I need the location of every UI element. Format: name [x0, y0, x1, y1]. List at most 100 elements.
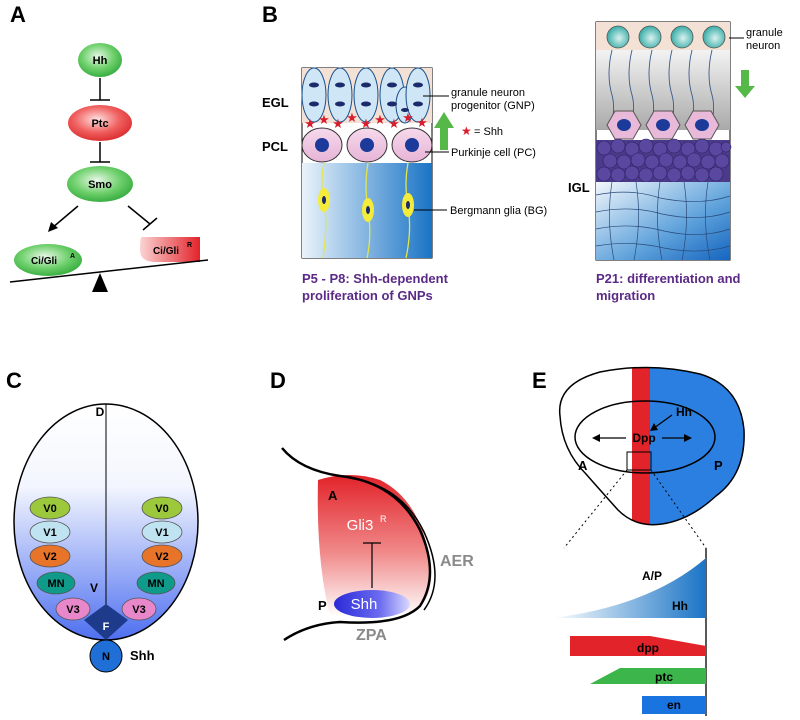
zoom-box: [626, 451, 652, 471]
disc-posterior-label: P: [714, 458, 723, 473]
gli3r-label: Gli3: [347, 517, 374, 534]
proliferation-arrow: [434, 112, 454, 150]
gnp-label-line1: granule neuron: [451, 87, 525, 99]
p21-caption-line2: migration: [596, 288, 655, 303]
svg-text:★: ★: [374, 112, 386, 127]
svg-text:★: ★: [318, 112, 330, 127]
domain-v1-right-label: V1: [155, 527, 168, 539]
gn-label-line2: neuron: [746, 40, 780, 52]
panel-d: D Shh Gli3 R A P AER ZPA: [270, 368, 474, 644]
svg-text:★: ★: [402, 110, 414, 125]
domain-v0-right: [141, 496, 183, 520]
smo-inhibits-gli-r: [127, 205, 151, 225]
svg-text:★: ★: [332, 116, 344, 131]
dpp-arrowhead-anterior: [592, 434, 600, 442]
domain-mn-left: [36, 571, 76, 595]
gli-a-node: [14, 244, 82, 276]
gli3r-superscript: R: [380, 514, 387, 524]
gli-r-label: Ci/Gli: [153, 246, 179, 257]
dorsal-label: D: [96, 405, 105, 419]
panel-a: A Hh Ptc Smo Ci/Gli A Ci/Gli R: [9, 2, 209, 292]
shh-key-label: = Shh: [474, 126, 503, 138]
zoom-line-right: [650, 469, 707, 549]
gnp-label-line2: progenitor (GNP): [451, 100, 535, 112]
domain-v0-left: [29, 496, 71, 520]
anterior-label: A: [328, 488, 338, 503]
aer-ridge: [349, 477, 436, 611]
domain-v1-left: [29, 520, 71, 544]
limb-bud-outline: [281, 447, 432, 642]
dpp-profile-label: dpp: [637, 641, 659, 655]
domain-mn-left-label: MN: [47, 578, 64, 590]
gli-a-superscript: A: [70, 253, 75, 260]
balance-fulcrum: [92, 273, 108, 292]
wing-disc-outline: [558, 366, 745, 526]
purkinje-cells: [301, 127, 433, 163]
floor-plate-label: F: [103, 621, 110, 633]
domain-v2-right-label: V2: [155, 551, 168, 563]
wing-pouch: [574, 400, 716, 474]
activation-arrowhead: [48, 222, 58, 232]
purkinje-cells-p21: [606, 110, 720, 140]
wing-disc: [559, 367, 745, 525]
domain-v0-right-label: V0: [155, 503, 168, 515]
smo-node: [67, 166, 133, 202]
ap-boundary-label: A/P: [642, 569, 662, 583]
svg-text:★: ★: [416, 115, 428, 130]
smo-activates-gli-a: [51, 205, 79, 229]
domain-mn-right: [136, 571, 176, 595]
p5-caption-line2: proliferation of GNPs: [302, 288, 433, 303]
svg-text:★: ★: [360, 116, 372, 131]
panel-c-letter: C: [6, 368, 22, 393]
p21-caption-line1: P21: differentiation and: [596, 271, 741, 286]
igl-label: IGL: [568, 180, 590, 195]
p5-caption-line1: P5 - P8: Shh-dependent: [302, 271, 449, 286]
posterior-label: P: [318, 598, 327, 613]
panel-b: B ★★★ ★★★ ★★★: [262, 2, 783, 303]
shh-key-star: ★: [461, 124, 472, 138]
domain-v2-right: [141, 544, 183, 568]
floor-plate: [84, 604, 128, 640]
gli-r-node: [140, 237, 200, 262]
dpp-label: Dpp: [632, 431, 655, 445]
domain-v3-left: [55, 597, 91, 621]
domain-v3-left-label: V3: [66, 604, 79, 616]
gnp-cells: [301, 67, 431, 124]
white-matter-mesh: [595, 181, 731, 261]
ptc-node: [68, 105, 132, 141]
migration-arrow: [735, 70, 755, 98]
en-profile: [642, 696, 706, 714]
domain-mn-right-label: MN: [147, 578, 164, 590]
balance-beam: [9, 259, 209, 283]
limb-bud-fill: [317, 475, 432, 617]
gn-label-line1: granule: [746, 27, 783, 39]
pcl-label: PCL: [262, 139, 288, 154]
granule-neurons: [606, 25, 726, 49]
egl-label: EGL: [262, 95, 289, 110]
hh-disc-label: Hh: [676, 405, 692, 419]
domain-v2-left-label: V2: [43, 551, 56, 563]
domain-v3-right-label: V3: [132, 604, 145, 616]
hh-label: Hh: [93, 55, 108, 67]
svg-text:★: ★: [304, 116, 316, 131]
white-matter: [596, 182, 730, 260]
panel-b-letter: B: [262, 2, 278, 27]
zoom-line-left: [563, 469, 628, 549]
ptc-label: Ptc: [91, 118, 108, 130]
hh-gradient: [552, 558, 706, 618]
bergmann-glia-bodies: [318, 188, 414, 222]
en-profile-label: en: [667, 698, 681, 712]
notochord: [89, 639, 123, 673]
domain-v3-right: [121, 597, 157, 621]
panel-a-letter: A: [10, 2, 26, 27]
gli-r-inhibit-bar: [142, 217, 158, 231]
zpa-shh-domain: [334, 590, 410, 618]
gli-r-superscript: R: [187, 242, 192, 249]
zpa-label: ZPA: [356, 627, 387, 644]
ptc-profile: [590, 668, 706, 684]
domain-v1-left-label: V1: [43, 527, 56, 539]
svg-text:★: ★: [346, 110, 358, 125]
